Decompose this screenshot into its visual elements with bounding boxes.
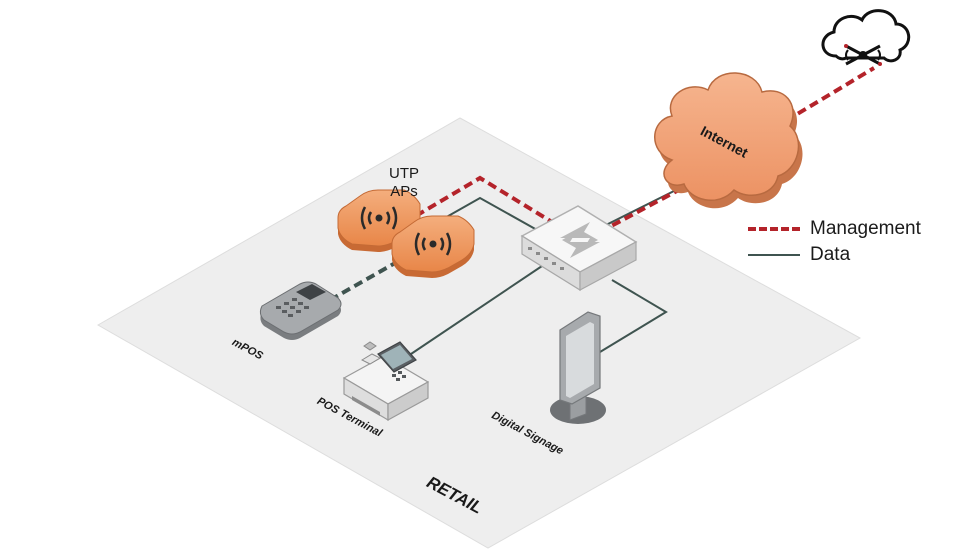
wifi-signal-icon <box>360 206 398 230</box>
data-swatch <box>748 254 800 256</box>
retail-floor <box>96 117 862 549</box>
legend-item-data: Data <box>748 242 921 268</box>
data-link-switch-pos <box>407 261 549 357</box>
legend: Management Data <box>748 216 921 268</box>
network-switch <box>520 205 638 292</box>
digital-signage <box>550 311 606 424</box>
management-swatch <box>748 227 800 231</box>
legend-data-label: Data <box>810 244 851 265</box>
data-link-switch-signage <box>599 279 668 353</box>
mpos-device <box>259 281 342 340</box>
mgmt-link-ap-switch <box>390 175 554 232</box>
pos-terminal <box>342 341 430 422</box>
legend-item-management: Management <box>748 216 921 242</box>
legend-management-label: Management <box>810 218 921 239</box>
wifi-signal-icon <box>414 232 452 256</box>
access-point-2 <box>391 215 475 278</box>
mpos-wireless-link <box>329 256 405 302</box>
aps-label-line1: UTP <box>389 165 419 182</box>
internet-cloud: Internet <box>654 72 803 209</box>
aps-label-line2: APs <box>390 183 418 200</box>
switch-arrows-icon <box>560 222 600 258</box>
cloud-management-icon <box>821 9 911 66</box>
